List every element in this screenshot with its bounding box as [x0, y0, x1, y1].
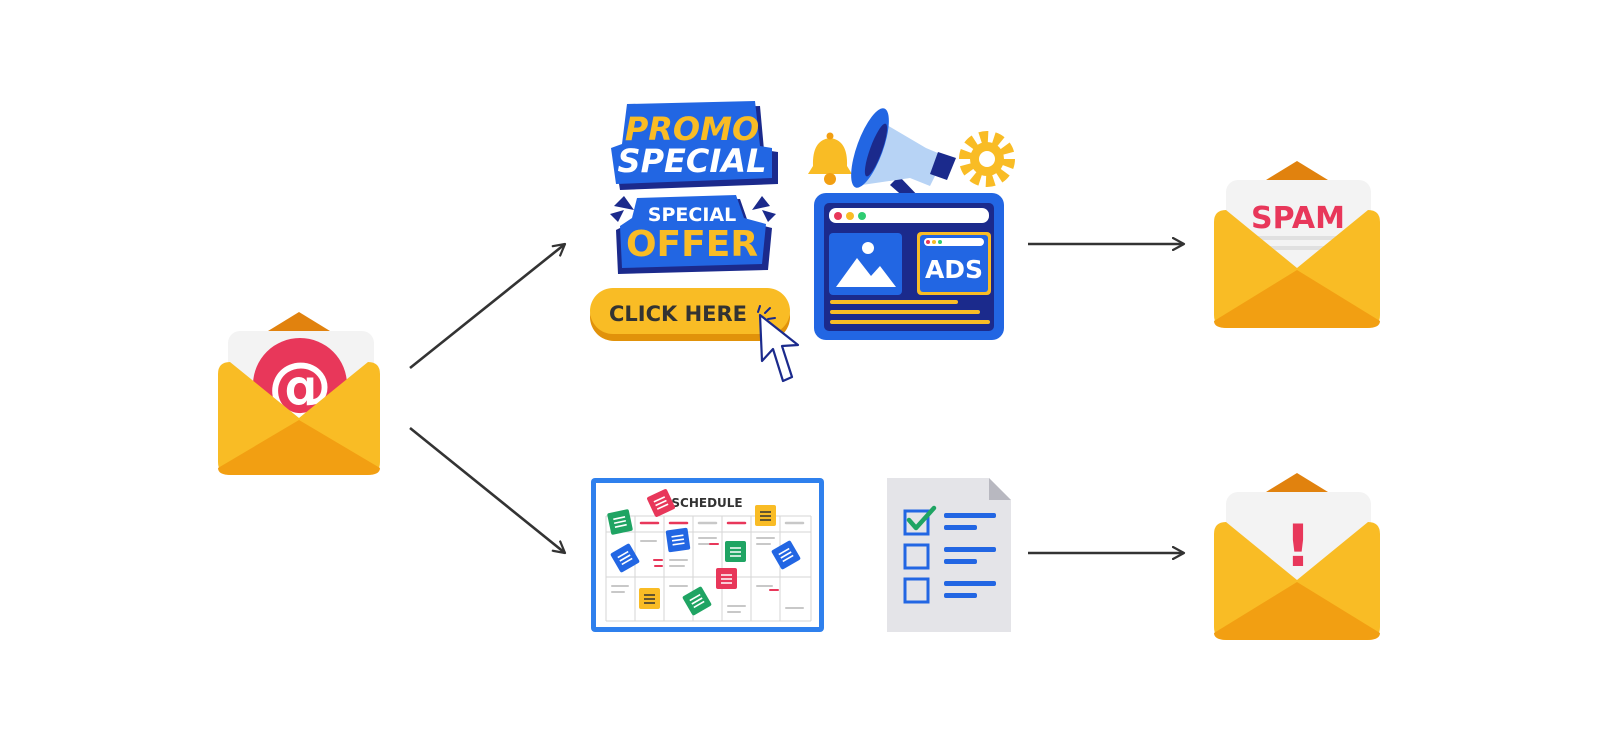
schedule-title: SCHEDULE: [671, 496, 742, 510]
exclamation-label: !: [1285, 512, 1311, 580]
sticky-note-red-2: [716, 568, 737, 589]
checklist-document-icon: [887, 478, 1011, 632]
image-placeholder-icon: [829, 233, 902, 295]
special-word: SPECIAL: [618, 142, 767, 180]
schedule-entry-lines: [611, 537, 804, 613]
ads-browser-illustration: ADS: [808, 108, 1015, 340]
sticky-note-red-1: [647, 489, 675, 517]
sticky-note-yellow-1: [755, 505, 776, 526]
offer-special-word: SPECIAL: [648, 204, 736, 226]
sticky-note-blue-3: [771, 540, 801, 570]
sticky-note-blue-2: [610, 543, 640, 573]
megaphone-icon: [851, 108, 956, 206]
sticky-note-yellow-2: [639, 588, 660, 609]
click-spark-icon: [757, 305, 776, 320]
important-envelope-icon: !: [1214, 473, 1380, 640]
gear-icon: [959, 131, 1015, 187]
click-here-label: CLICK HERE: [609, 302, 747, 326]
sticky-note-blue-1: [665, 527, 691, 553]
offer-word: OFFER: [626, 224, 758, 265]
sticky-note-green-1: [607, 509, 633, 535]
special-offer-sticker: SPECIAL OFFER: [610, 195, 776, 274]
cursor-arrow-icon: [758, 313, 800, 383]
ads-label: ADS: [925, 255, 983, 284]
sticky-note-green-2: [725, 541, 746, 562]
arrow-to-schedule: [409, 426, 565, 553]
promo-special-sticker: PROMO SPECIAL: [611, 101, 778, 190]
checkmark-icon: [906, 505, 937, 531]
schedule-board-illustration: SCHEDULE: [591, 478, 824, 632]
promo-word: PROMO: [625, 110, 759, 148]
spam-label: SPAM: [1251, 201, 1345, 236]
click-here-button: CLICK HERE: [590, 288, 800, 383]
source-envelope-icon: @: [218, 312, 380, 475]
spam-envelope-icon: SPAM: [1214, 161, 1380, 328]
schedule-grid: [605, 515, 812, 622]
arrow-to-promotions: [409, 244, 565, 370]
schedule-red-marks: [653, 543, 779, 591]
sticky-note-green-3: [682, 586, 712, 616]
bell-icon: [808, 132, 852, 185]
